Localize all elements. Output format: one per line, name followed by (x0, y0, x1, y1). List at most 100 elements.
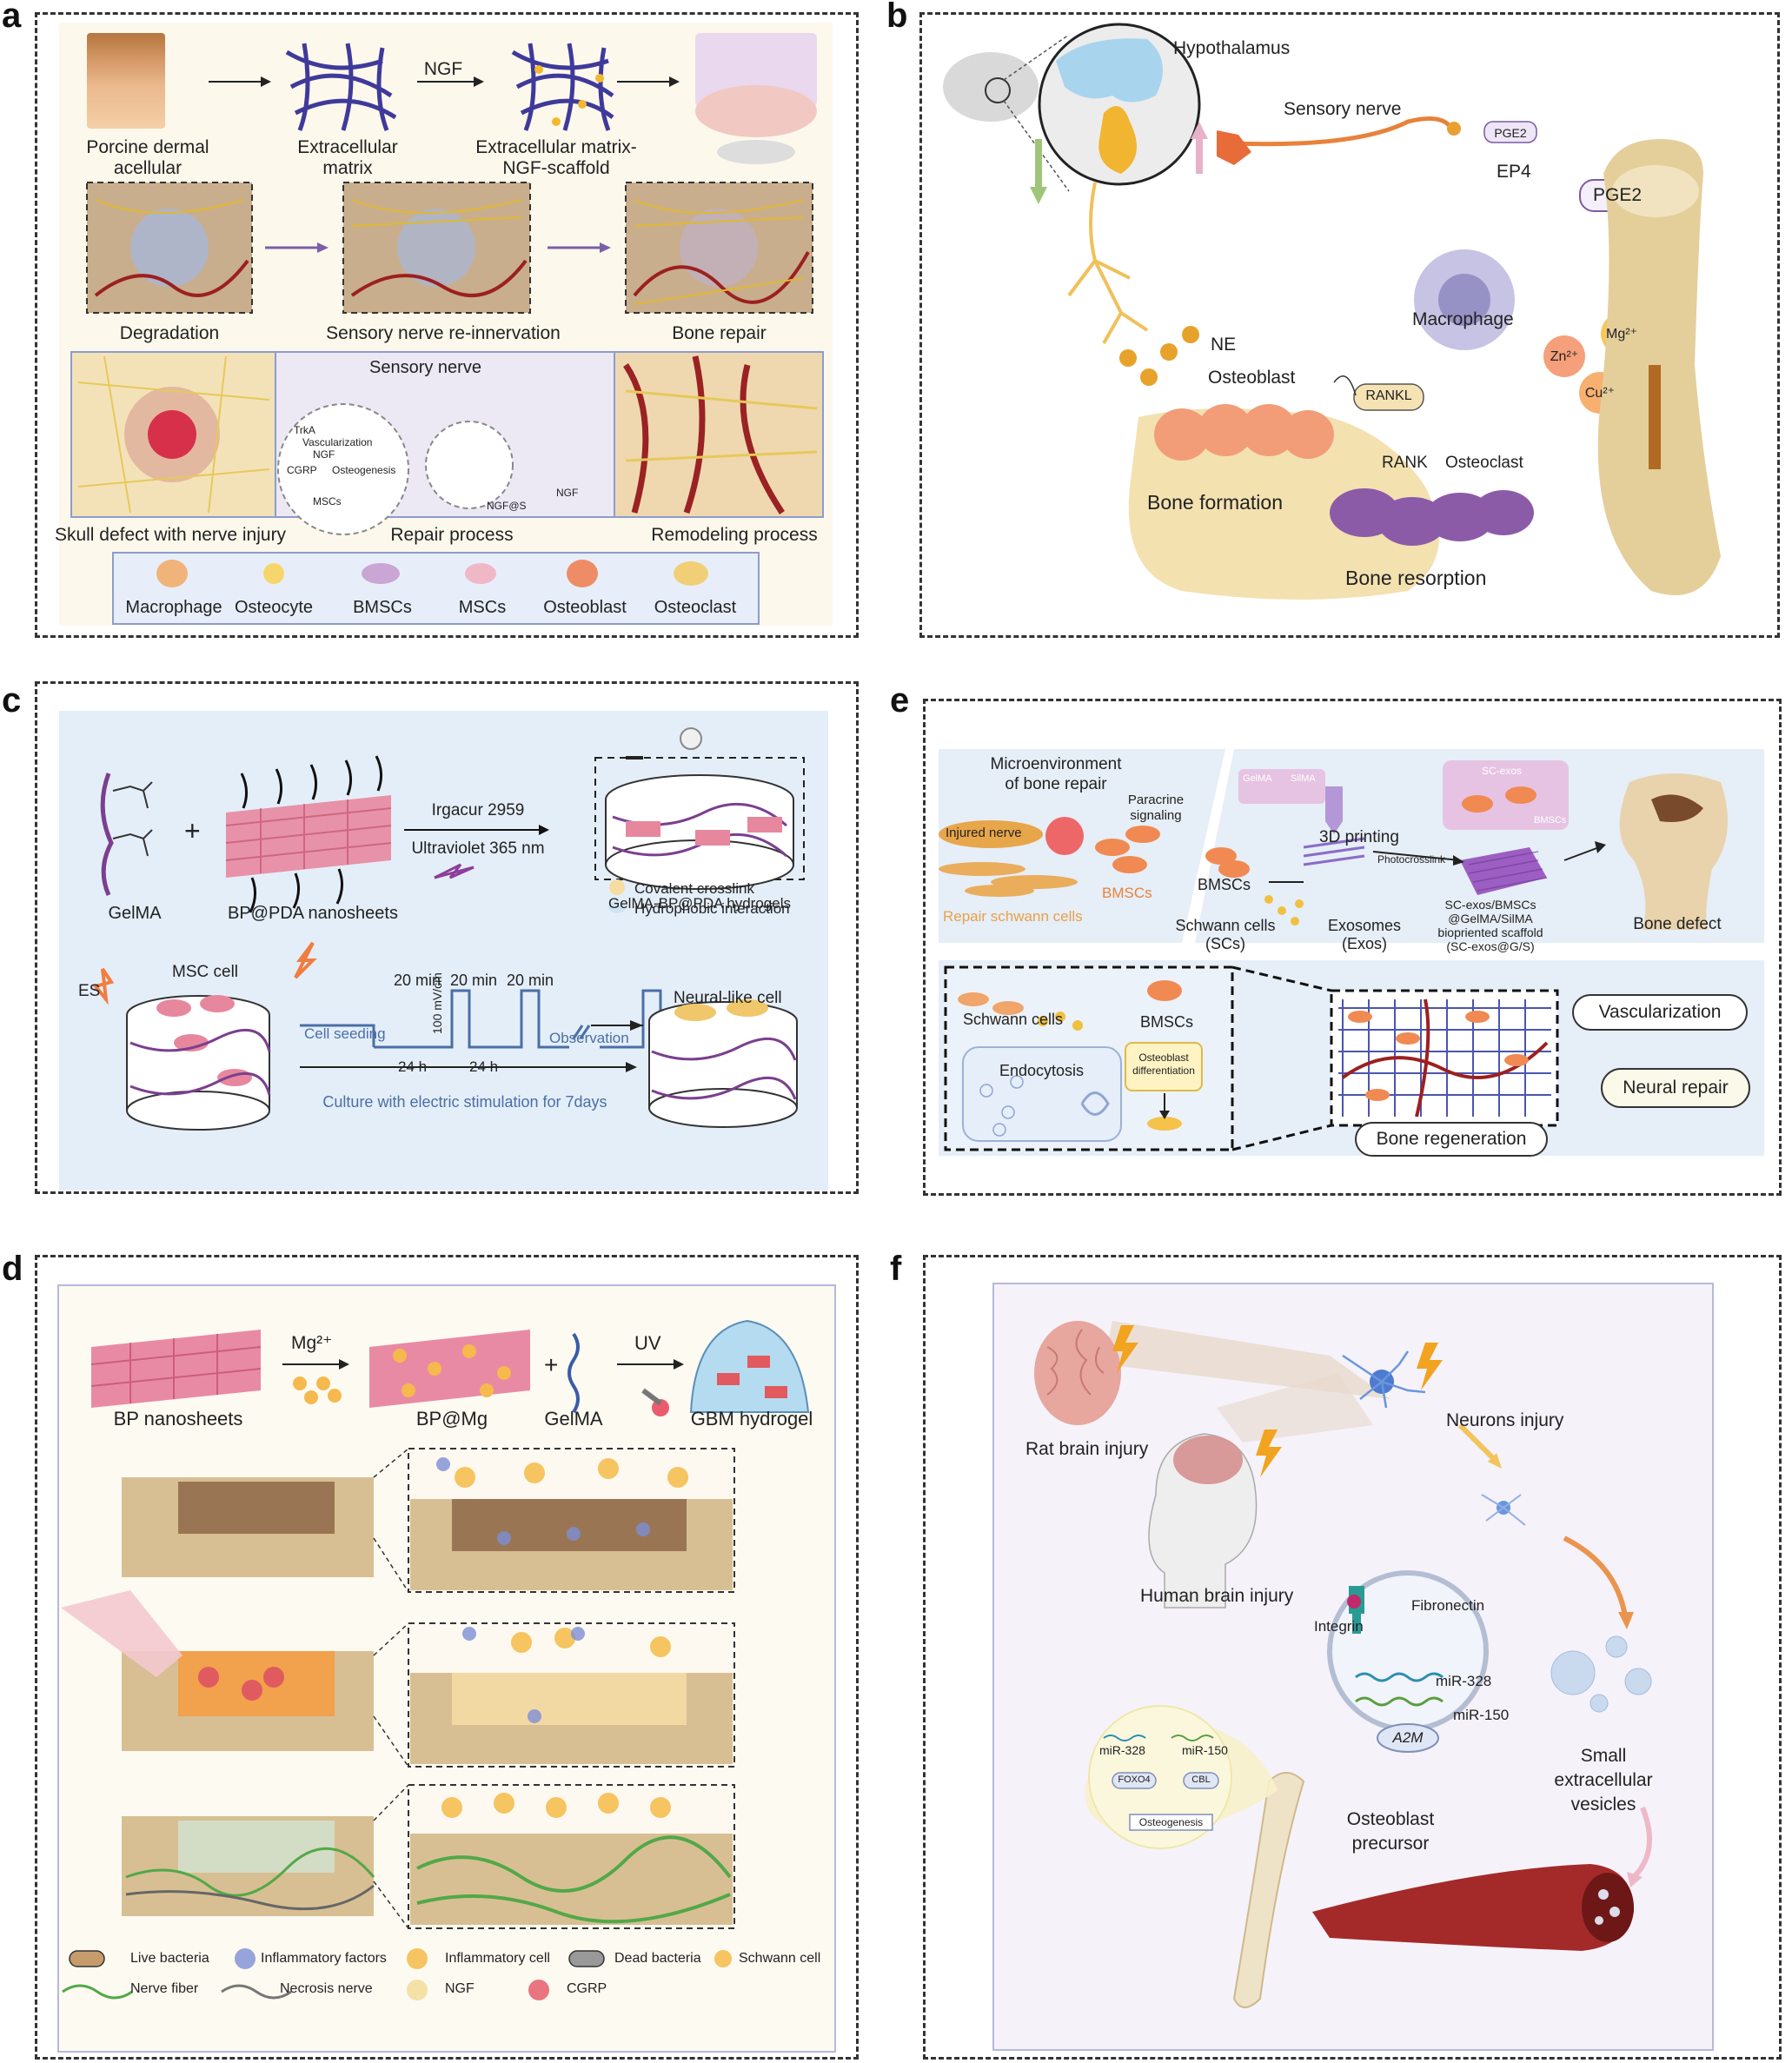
process-osteogenesis: Osteogenesis (332, 464, 396, 476)
label-repair-process: Repair process (390, 525, 514, 545)
label-extracellular-matrix: Extracellular matrix (297, 137, 398, 178)
d-legend-dead-bacteria: Dead bacteria (614, 1951, 701, 1966)
c-cell-seeding: Cell seeding (304, 1025, 386, 1042)
b-mg-ion: Mg²⁺ (1606, 327, 1637, 342)
c-culture: Culture with electric stimulation for 7d… (322, 1093, 607, 1111)
f-neurons-injury: Neurons injury (1446, 1410, 1564, 1430)
e-vascularization: Vascularization (1598, 1002, 1722, 1022)
e-bone-defect: Bone defect (1633, 915, 1722, 933)
label-ecm-ngf-scaffold: Extracellular matrix- NGF-scaffold (475, 137, 637, 178)
e-bone-regeneration: Bone regeneration (1376, 1129, 1527, 1149)
f-rat-brain: Rat brain injury (1025, 1439, 1149, 1459)
d-legend-inflammatory-factors: Inflammatory factors (261, 1951, 387, 1966)
f-mir150: miR-150 (1453, 1707, 1510, 1723)
f-osteoblast-precursor: Osteoblast precursor (1346, 1809, 1435, 1854)
process-ngf-2: NGF (556, 487, 579, 499)
f-fibronectin: Fibronectin (1411, 1597, 1485, 1614)
f-small-ev: Small extracellular vesicles (1554, 1746, 1653, 1814)
d-legend-ngf: NGF (445, 1981, 475, 1996)
b-pge2-small: PGE2 (1494, 126, 1527, 140)
c-observation: Observation (549, 1030, 629, 1046)
d-gbm-hydrogel: GBM hydrogel (690, 1408, 813, 1430)
c-hydrophobic: Hydrophobic interaction (634, 900, 790, 917)
c-hydrogel: GelMA-BP@PDA hydrogels (607, 895, 791, 912)
e-scaffold: SC-exos/BMSCs @GelMA/SilMA biopriented s… (1437, 898, 1543, 953)
d-legend-live-bacteria: Live bacteria (130, 1951, 209, 1966)
f-a2m: A2M (1392, 1729, 1424, 1746)
c-20min-3: 20 min (506, 972, 554, 989)
label-bone-repair: Bone repair (672, 323, 767, 343)
panel-a (35, 12, 859, 638)
e-bmscs-orange: BMSCs (1102, 885, 1152, 901)
b-bone-formation: Bone formation (1147, 491, 1283, 514)
panel-e-label: e (890, 681, 910, 720)
label-remodeling-process: Remodeling process (651, 525, 818, 545)
e-bmscs: BMSCs (1198, 876, 1251, 893)
f-cbl: CBL (1191, 1774, 1211, 1785)
d-bp-nanosheets: BP nanosheets (113, 1408, 243, 1430)
d-legend-cgrp: CGRP (567, 1981, 607, 1996)
c-uv: Ultraviolet 365 nm (411, 839, 545, 858)
d-gelma: GelMA (544, 1408, 603, 1430)
b-rank: RANK (1382, 454, 1428, 472)
label-porcine-dermal: Porcine dermal acellular (86, 137, 209, 178)
process-mscs: MSCs (313, 495, 342, 507)
panel-e (923, 699, 1782, 1196)
f-mir328: miR-328 (1436, 1673, 1492, 1689)
e-neural-repair: Neural repair (1623, 1078, 1729, 1098)
e-bmscs-2: BMSCs (1140, 1013, 1194, 1031)
c-covalent: Covalent crosslink (634, 880, 754, 897)
c-msc: MSC cell (172, 963, 239, 981)
e-injured-nerve: Injured nerve (946, 826, 1022, 840)
b-ep4: EP4 (1497, 162, 1531, 182)
process-cgrp: CGRP (287, 464, 317, 476)
process-trka: TrkA (294, 424, 315, 436)
e-schwann-cells: Schwann cells (963, 1011, 1064, 1028)
panel-c (35, 681, 859, 1194)
b-cu-ion: Cu²⁺ (1584, 386, 1616, 401)
f-osteogenesis: Osteogenesis (1138, 1816, 1204, 1828)
panel-b (919, 12, 1780, 638)
e-silma-label: SilMA (1291, 773, 1316, 784)
process-vascularization: Vascularization (302, 436, 373, 448)
b-osteoclast: Osteoclast (1445, 454, 1523, 472)
d-bp-mg: BP@Mg (415, 1408, 488, 1430)
e-osteo-diff: Osteoblast differentiation (1132, 1051, 1195, 1077)
panel-f-label: f (890, 1250, 902, 1288)
panel-f (923, 1255, 1782, 2060)
c-gelma: GelMA (108, 904, 162, 923)
label-ngf-arrow: NGF (423, 59, 463, 79)
c-irgacur: Irgacur 2959 (431, 801, 525, 819)
d-mg-ion: Mg²⁺ (291, 1333, 333, 1353)
d-legend-nerve-fiber: Nerve fiber (130, 1981, 199, 1996)
label-degradation: Degradation (119, 323, 220, 343)
process-ngf-s: NGF@S (487, 500, 527, 512)
c-24h-2: 24 h (469, 1058, 499, 1075)
b-sensory-nerve: Sensory nerve (1284, 99, 1402, 119)
e-repair-schwann: Repair schwann cells (943, 908, 1083, 925)
panel-c-label: c (2, 681, 22, 720)
b-hypothalamus: Hypothalamus (1173, 38, 1291, 58)
b-zn-ion: Zn²⁺ (1550, 349, 1579, 364)
f-mir150-small: miR-150 (1182, 1743, 1228, 1757)
f-integrin: Integrin (1314, 1618, 1364, 1635)
e-exosomes: Exosomes (Exos) (1327, 917, 1402, 952)
e-paracrine: Paracrine signaling (1127, 793, 1185, 823)
b-ne: NE (1211, 335, 1237, 355)
b-rankl: RANKL (1365, 388, 1412, 403)
legend-bmscs: BMSCs (353, 598, 412, 617)
f-mir328-small: miR-328 (1099, 1743, 1145, 1757)
c-neural-like: Neural-like cell (674, 989, 782, 1007)
d-uv: UV (634, 1332, 661, 1354)
f-human-brain: Human brain injury (1140, 1586, 1294, 1606)
c-24h-1: 24 h (398, 1058, 428, 1075)
d-plus: + (544, 1351, 559, 1378)
c-es: ES (78, 982, 101, 1000)
legend-macrophage: Macrophage (125, 598, 222, 617)
b-pge2: PGE2 (1592, 185, 1643, 205)
